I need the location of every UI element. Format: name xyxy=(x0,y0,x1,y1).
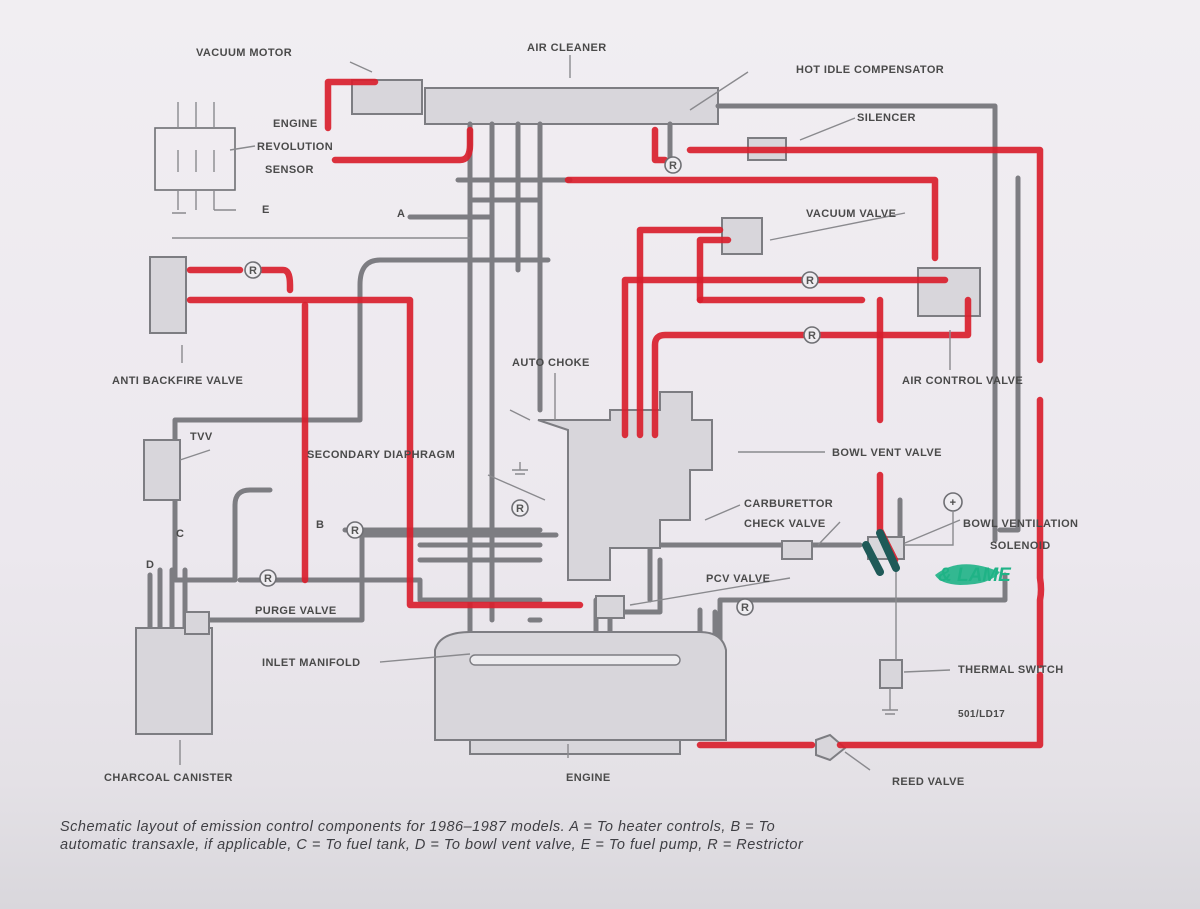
hose-network xyxy=(147,79,1021,723)
label-pcv-valve: PCV VALVE xyxy=(706,573,770,585)
check-valve xyxy=(781,540,813,560)
pcv-valve xyxy=(595,595,625,619)
restrictor-purge: R xyxy=(259,569,277,587)
green-marker-annotation: & LAME xyxy=(862,529,1012,586)
restrictor-pcv: R xyxy=(736,598,754,616)
label-vacuum-valve: VACUUM VALVE xyxy=(806,208,896,220)
svg-text:R: R xyxy=(264,573,272,585)
svg-text:R: R xyxy=(806,275,814,287)
restrictor-vacuum-valve: R xyxy=(801,271,819,289)
label-solenoid: SOLENOID xyxy=(990,540,1051,552)
label-air-control-valve: AIR CONTROL VALVE xyxy=(902,375,1023,387)
label-purge-valve: PURGE VALVE xyxy=(255,605,337,617)
label-tvv: TVV xyxy=(190,431,213,443)
anti-backfire-valve xyxy=(149,256,187,334)
tvv-valve xyxy=(143,439,181,501)
svg-text:R: R xyxy=(351,525,359,537)
reed-valve xyxy=(815,733,847,762)
label-inlet-manifold: INLET MANIFOLD xyxy=(262,657,360,669)
figure-caption: Schematic layout of emission control com… xyxy=(60,818,1140,854)
restrictor-secondary-diaphragm: R xyxy=(511,499,529,517)
restrictor-hot-idle: R xyxy=(664,156,682,174)
engine-revolution-sensor xyxy=(154,127,236,191)
handwritten-note: & LAME xyxy=(938,565,1012,586)
label-b: B xyxy=(316,519,324,531)
purge-valve xyxy=(184,611,210,635)
svg-text:R: R xyxy=(516,503,524,515)
restrictors: R R R R R R R R xyxy=(244,156,821,616)
caption-line-1: Schematic layout of emission control com… xyxy=(60,819,776,835)
svg-text:R: R xyxy=(741,602,749,614)
label-figure-code: 501/LD17 xyxy=(958,709,1005,720)
carburettor xyxy=(537,391,713,581)
inlet-manifold xyxy=(434,631,727,741)
label-a: A xyxy=(397,208,405,220)
label-engine-rev-line2: REVOLUTION xyxy=(257,141,333,153)
label-charcoal-canister: CHARCOAL CANISTER xyxy=(104,772,233,784)
thermal-switch xyxy=(879,659,903,689)
label-engine: ENGINE xyxy=(566,772,611,784)
label-e: E xyxy=(262,204,270,216)
label-engine-rev-line1: ENGINE xyxy=(273,118,318,130)
red-marker-annotations xyxy=(186,78,1045,749)
restrictor-b: R xyxy=(346,521,364,539)
label-bowl-ventilation: BOWL VENTILATION xyxy=(963,518,1078,530)
vacuum-motor xyxy=(351,79,423,115)
engine-block xyxy=(469,739,681,755)
label-secondary-diaphragm: SECONDARY DIAPHRAGM xyxy=(307,449,455,461)
svg-text:R: R xyxy=(808,330,816,342)
label-air-cleaner: AIR CLEANER xyxy=(527,42,607,54)
label-c: C xyxy=(176,528,184,540)
label-anti-backfire-valve: ANTI BACKFIRE VALVE xyxy=(112,375,243,387)
restrictor-air-control: R xyxy=(803,326,821,344)
svg-text:R: R xyxy=(669,160,677,172)
leader-lines xyxy=(179,55,961,771)
labels: VACUUM MOTOR AIR CLEANER HOT IDLE COMPEN… xyxy=(104,42,1078,788)
components: + xyxy=(135,102,981,762)
label-vacuum-motor: VACUUM MOTOR xyxy=(196,47,292,59)
vacuum-valve xyxy=(721,217,763,255)
label-check-valve: CHECK VALVE xyxy=(744,518,826,530)
restrictor-anti-backfire: R xyxy=(244,261,262,279)
caption-line-2: automatic transaxle, if applicable, C = … xyxy=(60,837,804,853)
svg-text:R: R xyxy=(249,265,257,277)
label-reed-valve: REED VALVE xyxy=(892,776,965,788)
charcoal-canister xyxy=(135,627,213,735)
label-engine-rev-line3: SENSOR xyxy=(265,164,314,176)
label-bowl-vent-valve: BOWL VENT VALVE xyxy=(832,447,942,459)
label-thermal-switch: THERMAL SWITCH xyxy=(958,664,1064,676)
label-auto-choke: AUTO CHOKE xyxy=(512,357,590,369)
label-silencer: SILENCER xyxy=(857,112,916,124)
label-d: D xyxy=(146,559,154,571)
plus-sign: + xyxy=(950,497,957,509)
air-cleaner xyxy=(424,87,719,125)
label-carburettor: CARBURETTOR xyxy=(744,498,833,510)
label-hot-idle-compensator: HOT IDLE COMPENSATOR xyxy=(796,64,944,76)
